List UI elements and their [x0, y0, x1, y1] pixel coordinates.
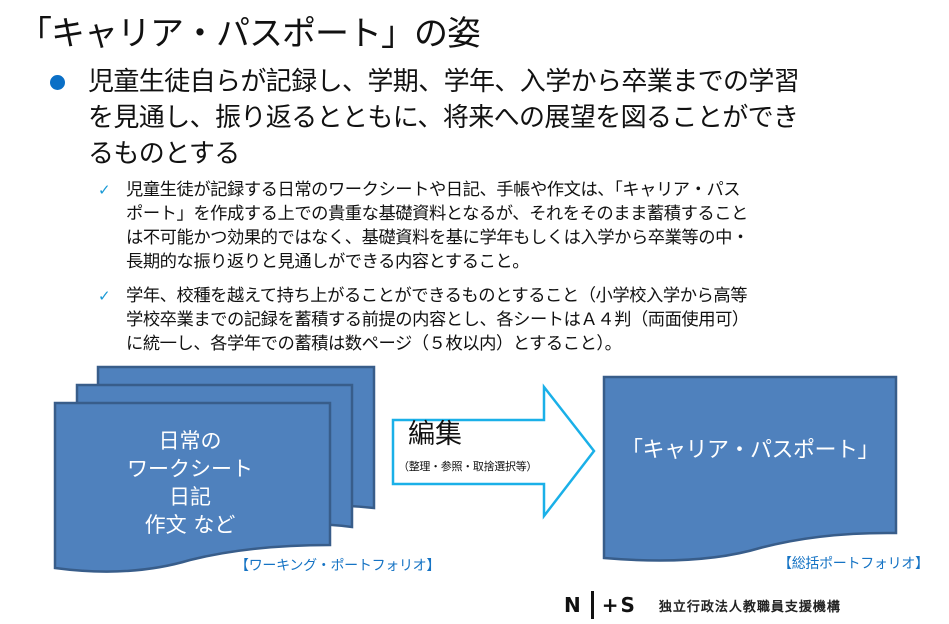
sub-bullet-line: 学年、校種を越えて持ち上がることができるものとすること（小学校入学から高等 — [126, 286, 748, 306]
filled-circle-bullet-icon — [50, 75, 65, 90]
slide-title: 「キャリア・パスポート」の姿 — [18, 14, 481, 54]
main-bullet-line: るものとする — [88, 139, 240, 169]
sub-bullet-line: ポート」を作成する上での貴重な基礎資料となるが、それをそのまま蓄積すること — [126, 204, 748, 224]
passport-label: 「キャリア・パスポート」 — [620, 438, 880, 463]
working-sheets-line: 日記 — [169, 485, 211, 509]
document-sheet-front — [53, 401, 332, 573]
summary-portfolio-caption: 【総括ポートフォリオ】 — [778, 556, 929, 572]
sub-bullet-line: は不可能かつ効果的ではなく、基礎資料を基に学年もしくは入学から卒業等の中・ — [126, 228, 749, 248]
organization-name: 独立行政法人教職員支援機構 — [658, 599, 841, 615]
sub-bullet-line: 学校卒業までの記録を蓄積する前提の内容とし、各シートはＡ４判（両面使用可） — [126, 310, 749, 330]
arrow-sublabel: （整理・参照・取捨選択等） — [398, 460, 538, 473]
logo-divider — [590, 591, 594, 619]
main-bullet-line: を見通し、振り返るとともに、将来への展望を図ることができ — [88, 103, 799, 133]
edit-arrow — [391, 383, 596, 520]
checkmark-icon: ✓ — [98, 287, 111, 305]
passport-document — [602, 375, 898, 562]
working-portfolio-caption: 【ワーキング・ポートフォリオ】 — [235, 558, 441, 574]
logo-left: N — [564, 593, 583, 617]
working-sheets-label: 日常の ワークシート 日記 作文 など — [80, 427, 300, 539]
working-sheets-line: ワークシート — [127, 457, 253, 481]
nits-logo: N +S — [564, 591, 637, 619]
sub-bullet-line: 児童生徒が記録する日常のワークシートや日記、手帳や作文は、「キャリア・パス — [126, 180, 741, 200]
sub-bullet-line: に統一し、各学年での蓄積は数ページ（５枚以内）とすること）。 — [126, 334, 622, 354]
working-sheets-line: 作文 など — [144, 513, 236, 537]
sub-bullet-text: 学年、校種を越えて持ち上がることができるものとすること（小学校入学から高等 学校… — [126, 284, 946, 356]
sub-bullet-line: 長期的な振り返りと見通しができる内容とすること。 — [126, 252, 530, 272]
arrow-label: 編集 — [408, 419, 462, 450]
main-bullet-text: 児童生徒自らが記録し、学期、学年、入学から卒業までの学習 を見通し、振り返るとと… — [88, 64, 930, 172]
sub-bullet-text: 児童生徒が記録する日常のワークシートや日記、手帳や作文は、「キャリア・パス ポー… — [126, 178, 946, 274]
checkmark-icon: ✓ — [98, 181, 111, 199]
logo-right: +S — [601, 593, 637, 617]
footer: N +S 独立行政法人教職員支援機構 — [564, 590, 841, 620]
main-bullet-line: 児童生徒自らが記録し、学期、学年、入学から卒業までの学習 — [88, 67, 800, 97]
working-sheets-line: 日常の — [158, 429, 222, 453]
